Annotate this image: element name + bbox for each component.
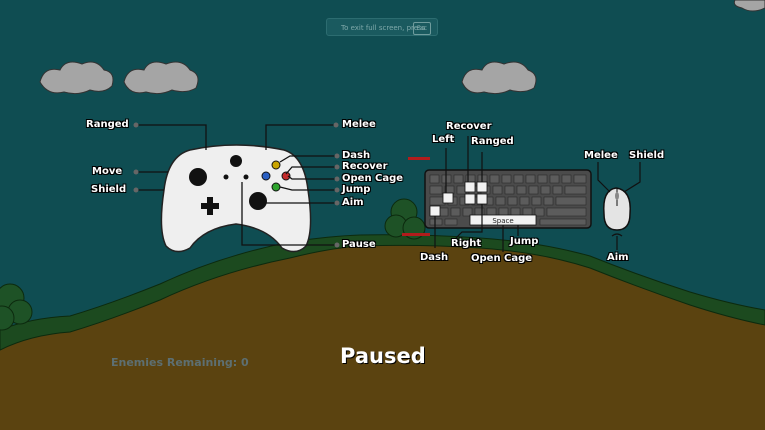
controller-open-cage-label: Open Cage (342, 173, 404, 184)
enemies-remaining-counter: Enemies Remaining: 0 (111, 356, 249, 369)
keyboard-right-label: Right (451, 238, 482, 249)
paused-title: Paused (340, 344, 426, 368)
fullscreen-exit-prompt[interactable]: To exit full screen, press Esc (326, 18, 438, 36)
keyboard-icon: Space (424, 169, 592, 229)
keyboard-ranged-label: Ranged (471, 136, 514, 147)
controller-icon (160, 144, 312, 253)
cloud-right (461, 61, 537, 95)
controller-jump-label: Jump (342, 184, 371, 195)
ground-hill (0, 245, 765, 430)
controller-pause-label: Pause (342, 239, 376, 250)
bush-middle (384, 198, 426, 240)
cloud-left (39, 61, 114, 95)
red-bar-bottom (402, 233, 430, 236)
grass-strip (0, 234, 765, 351)
fullscreen-exit-label: To exit full screen, press (341, 24, 426, 32)
controller-move-label: Move (92, 166, 123, 177)
mouse-leader-lines (597, 162, 641, 250)
controller-dash-label: Dash (342, 150, 371, 161)
controller-label-dots (133, 122, 340, 248)
space-key-label: Space (492, 217, 513, 225)
mouse-icon (603, 187, 631, 231)
bush-left (0, 283, 33, 331)
controller-melee-label: Melee (342, 119, 376, 130)
keyboard-recover-label: Recover (446, 121, 492, 132)
controller-recover-label: Recover (342, 161, 388, 172)
red-bar-top (408, 157, 430, 160)
mouse-shield-label: Shield (629, 150, 665, 161)
controller-shield-label: Shield (91, 184, 127, 195)
mouse-aim-label: Aim (607, 252, 629, 263)
keyboard-leader-lines (434, 136, 519, 252)
cloud-middle (123, 61, 199, 95)
mouse-melee-label: Melee (584, 150, 618, 161)
keyboard-jump-label: Jump (510, 236, 539, 247)
controller-ranged-label: Ranged (86, 119, 129, 130)
esc-key-badge: Esc (412, 22, 431, 35)
controller-leader-lines (136, 124, 336, 246)
keyboard-open-cage-label: Open Cage (471, 253, 533, 264)
keyboard-left-label: Left (432, 134, 455, 145)
keyboard-dash-label: Dash (420, 252, 449, 263)
cloud-corner (733, 0, 765, 12)
controller-aim-label: Aim (342, 197, 364, 208)
